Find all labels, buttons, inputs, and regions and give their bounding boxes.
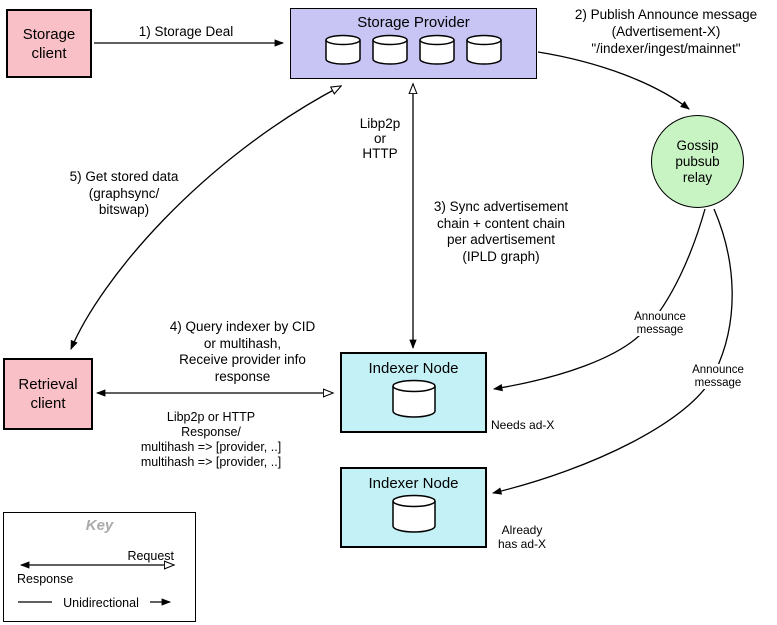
announce-message-label-1: Announce message: [626, 311, 694, 336]
step1-label: 1) Storage Deal: [138, 24, 234, 39]
storage-client-node: Storage client: [6, 9, 92, 78]
database-icon: [391, 494, 436, 533]
indexer-node-2-label: Indexer Node: [368, 475, 459, 492]
database-icon: [372, 34, 408, 65]
key-title: Key: [85, 517, 114, 534]
gossip-relay-node: Gossip pubsub relay: [651, 115, 744, 208]
announce-message-label-2: Announce message: [684, 364, 752, 389]
database-icon: [466, 34, 502, 65]
step3-label: 3) Sync advertisement chain + content ch…: [433, 199, 569, 264]
step5-label: 5) Get stored data (graphsync/ bitswap): [69, 169, 179, 217]
database-icon: [419, 34, 455, 65]
storage-provider-databases: [324, 34, 503, 65]
indexer-node-1-label: Indexer Node: [368, 360, 459, 377]
database-icon: [391, 379, 436, 418]
already-has-adx-label: Already has ad-X: [497, 523, 547, 551]
retrieval-client-node: Retrieval client: [3, 358, 93, 430]
step2-label: 2) Publish Announce message (Advertiseme…: [574, 7, 758, 56]
indexer-node-2: Indexer Node: [340, 467, 487, 548]
libp2p-response-label: Libp2p or HTTP Response/ multihash => [p…: [140, 410, 282, 469]
libp2p-http-label: Libp2p or HTTP: [359, 116, 401, 161]
database-icon: [325, 34, 361, 65]
key-response-label: Response: [17, 572, 74, 586]
indexer-node-1: Indexer Node: [340, 352, 487, 433]
step4-label: 4) Query indexer by CID or multihash, Re…: [169, 319, 316, 384]
key-request-label: Request: [127, 549, 174, 563]
storage-provider-node: Storage Provider: [290, 8, 537, 79]
key-unidirectional-label: Unidirectional: [52, 595, 150, 612]
needs-adx-label: Needs ad-X: [491, 418, 555, 432]
publish-announce-arrow: [537, 51, 690, 110]
storage-provider-label: Storage Provider: [357, 14, 470, 31]
